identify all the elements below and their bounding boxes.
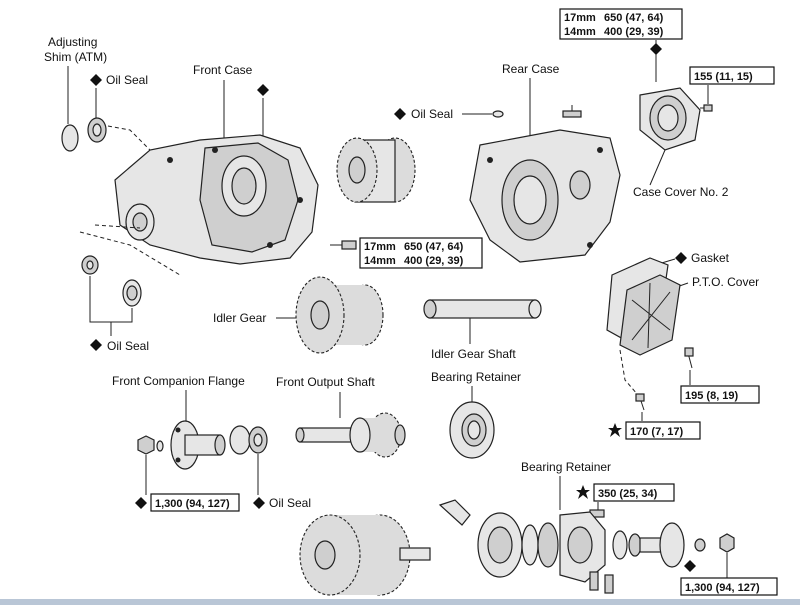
diamond-icon xyxy=(253,497,265,509)
front-case-label: Front Case xyxy=(193,63,253,77)
diamond-icon xyxy=(135,497,147,509)
front-companion-flange-part xyxy=(170,420,226,470)
rear-retainer-assembly-part xyxy=(438,499,735,594)
star-icon xyxy=(608,423,622,437)
diamond-icon xyxy=(90,339,102,351)
gear-cluster-part xyxy=(336,137,416,203)
diamond-icon xyxy=(650,43,662,55)
torque-spec-flange-nut: 1,300 (94, 127) xyxy=(150,493,240,512)
bottom-edge-bar xyxy=(0,599,800,605)
adjusting-shim-part xyxy=(61,124,79,152)
idler-gear-label: Idler Gear xyxy=(213,311,266,325)
svg-text:1,300 (94, 127): 1,300 (94, 127) xyxy=(685,582,760,594)
front-case-part xyxy=(114,134,319,265)
torque-spec-retainer-star-bolt: 350 (25, 34) xyxy=(593,483,675,502)
svg-text:17mm: 17mm xyxy=(564,12,596,24)
torque-spec-pto-star-bolt: 170 (7, 17) xyxy=(625,421,701,440)
cover-bolt-part xyxy=(700,104,713,112)
diamond-icon xyxy=(675,252,687,264)
adjusting-shim-line1: Adjusting xyxy=(48,35,97,49)
front-output-shaft-label: Front Output Shaft xyxy=(276,375,375,389)
diamond-icon xyxy=(394,108,406,120)
pto-cover-label: P.T.O. Cover xyxy=(692,275,759,289)
svg-text:650 (47, 64): 650 (47, 64) xyxy=(404,241,464,253)
pto-bolt-part xyxy=(684,347,694,369)
oil-seal-bottom-label: Oil Seal xyxy=(269,496,311,510)
diamond-icon xyxy=(257,84,269,96)
torque-spec-cover-bolt: 155 (11, 15) xyxy=(689,66,775,85)
rear-case-part xyxy=(469,129,621,263)
diamond-icon xyxy=(90,74,102,86)
flange-nut-part xyxy=(137,435,164,455)
rear-case-bolt xyxy=(562,105,582,118)
idler-gear-part xyxy=(295,276,384,354)
svg-text:155 (11, 15): 155 (11, 15) xyxy=(694,71,753,83)
center-bolt xyxy=(330,240,357,250)
oil-seal-center-label: Oil Seal xyxy=(411,107,453,121)
adjusting-shim-line2: Shim (ATM) xyxy=(44,50,107,64)
oil-seal-left-mid-label: Oil Seal xyxy=(107,339,149,353)
bearing-retainer-mid-part xyxy=(449,401,495,459)
rear-output-gear-part xyxy=(299,514,431,596)
bearing-retainer-mid-label: Bearing Retainer xyxy=(431,370,521,384)
adjusting-shim-label: Adjusting Shim (ATM) xyxy=(44,35,107,64)
torque-spec-pto-bolt: 195 (8, 19) xyxy=(680,385,760,404)
idler-gear-shaft-label: Idler Gear Shaft xyxy=(431,347,516,361)
torque-spec-top-right: 17mm 650 (47, 64) 14mm 400 (29, 39) xyxy=(559,8,683,40)
bearing-retainer-bottom-label: Bearing Retainer xyxy=(521,460,611,474)
oil-seal-top-left-label: Oil Seal xyxy=(106,73,148,87)
svg-text:400 (29, 39): 400 (29, 39) xyxy=(404,255,464,267)
star-icon xyxy=(576,485,590,499)
svg-text:1,300 (94, 127): 1,300 (94, 127) xyxy=(155,498,230,510)
svg-text:195 (8, 19): 195 (8, 19) xyxy=(685,390,739,402)
case-cover-no2-label: Case Cover No. 2 xyxy=(633,185,729,199)
gasket-label: Gasket xyxy=(691,251,730,265)
case-cover-no2-part xyxy=(639,87,701,151)
svg-text:170 (7, 17): 170 (7, 17) xyxy=(630,426,684,438)
rear-case-label: Rear Case xyxy=(502,62,560,76)
svg-text:350 (25, 34): 350 (25, 34) xyxy=(598,488,658,500)
svg-text:17mm: 17mm xyxy=(364,241,396,253)
diamond-icon xyxy=(684,560,696,572)
oil-seal-left-parts xyxy=(81,255,142,307)
svg-text:14mm: 14mm xyxy=(364,255,396,267)
oil-seal-bottom-part xyxy=(229,425,268,455)
idler-gear-shaft-part xyxy=(423,299,542,319)
svg-text:14mm: 14mm xyxy=(564,26,596,38)
front-companion-flange-label: Front Companion Flange xyxy=(112,374,245,388)
torque-spec-rear-flange-nut: 1,300 (94, 127) xyxy=(680,577,778,596)
front-output-shaft-part xyxy=(295,412,406,458)
svg-text:400 (29, 39): 400 (29, 39) xyxy=(604,26,664,38)
pto-cover-part xyxy=(619,274,681,356)
svg-text:650 (47, 64): 650 (47, 64) xyxy=(604,12,664,24)
pto-star-bolt-part xyxy=(635,393,645,411)
torque-spec-center: 17mm 650 (47, 64) 14mm 400 (29, 39) xyxy=(359,237,483,269)
